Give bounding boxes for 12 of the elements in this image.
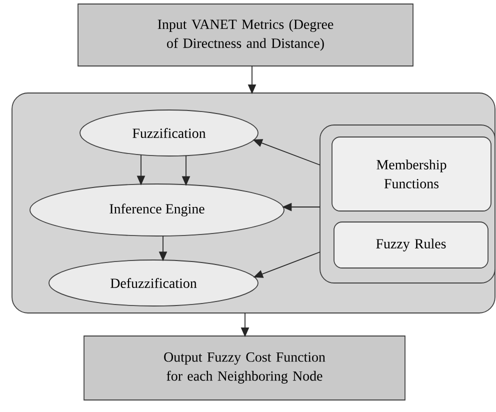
arrow xyxy=(252,139,320,166)
output-box: Output Fuzzy Cost Function for each Neighboring Node xyxy=(84,336,406,400)
arrow xyxy=(136,154,146,186)
arrow xyxy=(158,236,168,262)
arrow xyxy=(253,252,320,278)
arrow xyxy=(182,155,190,186)
arrow xyxy=(282,202,320,212)
arrow xyxy=(248,66,256,94)
rules-box: Fuzzy Rules xyxy=(334,222,488,268)
input-box: Input VANET Metrics (Degree of Directness and Distance) xyxy=(78,4,414,66)
arrow xyxy=(240,312,250,338)
membership-box: Membership Functions xyxy=(332,136,492,212)
